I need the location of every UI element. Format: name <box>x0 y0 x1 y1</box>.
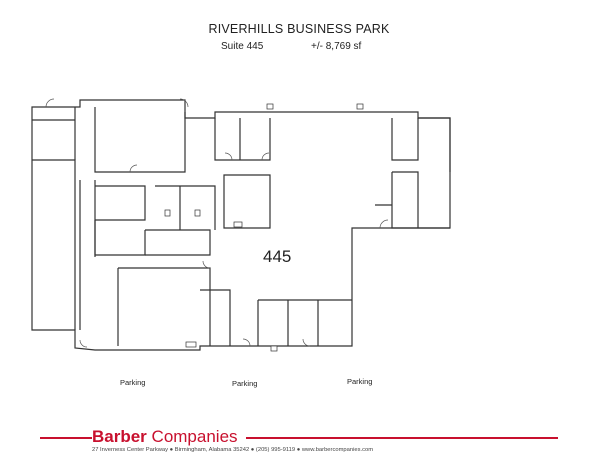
company-address: 27 Inverness Center Parkway ● Birmingham… <box>92 447 374 453</box>
brand-name-rest: Companies <box>146 427 238 446</box>
footer-rule-left <box>40 437 92 439</box>
page-title: RIVERHILLS BUSINESS PARK <box>208 22 390 36</box>
unit-number: 445 <box>263 247 292 266</box>
brand-name-bold: Barber <box>92 427 147 446</box>
parking-label-right: Parking <box>347 377 373 386</box>
brand-logo: Barber Companies <box>92 427 238 447</box>
suite-label: Suite 445 <box>221 41 264 52</box>
footer-rule-right <box>246 437 558 439</box>
parking-label-center: Parking <box>232 379 258 388</box>
parking-label-left: Parking <box>120 378 146 387</box>
area-label: +/- 8,769 sf <box>311 41 362 52</box>
